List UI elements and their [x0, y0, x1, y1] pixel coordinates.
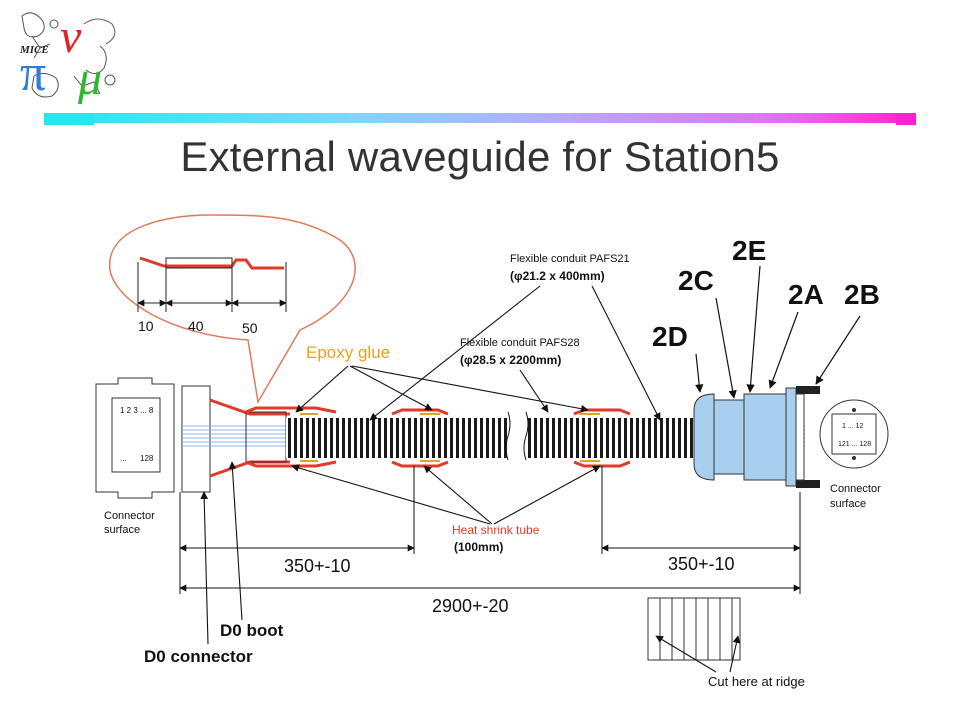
part-2e-body — [743, 393, 787, 481]
part-2b-flange-top — [796, 386, 820, 394]
part-2b-body — [795, 393, 805, 481]
part-2c-body — [713, 399, 745, 475]
part-2a-body — [785, 387, 797, 487]
part-leader-lines — [695, 265, 861, 399]
conduit-28-dim: (φ28.5 x 2200mm) — [460, 353, 561, 367]
d0-boot-leader — [228, 461, 243, 621]
heat-shrink-leaders — [291, 464, 601, 525]
logo-nu: ν — [60, 10, 82, 63]
conduit-pafs28-gap — [510, 414, 526, 462]
callout-label-40: 40 — [188, 318, 204, 334]
logo-mu: μ — [77, 52, 102, 105]
dim-label-right: 350+-10 — [668, 554, 735, 574]
conduit-28-label: Flexible conduit PAFS28 — [460, 337, 580, 349]
left-connector-surface-1: Connector — [104, 510, 155, 522]
cut-ridge-detail — [647, 597, 741, 661]
left-connector-bottom-text: 128 — [140, 454, 154, 463]
left-connector-outline — [95, 377, 175, 499]
part-labels: 2E 2C 2A 2B 2D — [652, 235, 880, 352]
dim-label-left: 350+-10 — [284, 556, 351, 576]
part-2b-flange-bottom — [796, 480, 820, 488]
cut-here-label: Cut here at ridge — [708, 674, 805, 689]
right-connector-assembly: 1 ... 12 121 ... 128 Connector surface — [693, 386, 889, 510]
right-connector-pin-bottom — [852, 456, 856, 460]
epoxy-glue-label: Epoxy glue — [306, 343, 390, 362]
heat-shrink-sleeves — [245, 406, 631, 468]
heat-shrink-dim: (100mm) — [454, 540, 503, 554]
conduit-28-leader — [519, 369, 549, 413]
dimension-lines — [179, 466, 801, 594]
right-connector-pin-top — [852, 408, 856, 412]
heat-shrink-label: Heat shrink tube — [452, 523, 540, 537]
zoom-callout: 10 40 50 — [109, 214, 356, 405]
dim-label-total: 2900+-20 — [432, 596, 509, 616]
callout-label-50: 50 — [242, 320, 258, 336]
left-connector: 1 2 3 ... 8 ... 128 Connector surface — [95, 377, 211, 536]
logo-pi: π — [20, 45, 46, 102]
right-connector-top-text: 1 ... 12 — [842, 423, 864, 430]
callout-label-10: 10 — [138, 318, 154, 334]
header-gradient-bar — [44, 113, 916, 123]
conduit-break-mark — [505, 411, 529, 461]
right-connector-surface-2: surface — [830, 498, 866, 510]
conduit-21-leaders — [369, 285, 661, 421]
left-connector-dots: ... — [120, 454, 127, 463]
header-bar-right-cap — [896, 113, 916, 125]
part-label-2a: 2A — [788, 279, 824, 310]
conduit-21-dim: (φ21.2 x 400mm) — [510, 269, 605, 283]
part-label-2e: 2E — [732, 235, 766, 266]
mice-logo: π ν μ — [20, 10, 116, 105]
callout-cable-red — [139, 256, 284, 270]
left-connector-surface-2: surface — [104, 524, 140, 536]
logo-mice-text: MICE — [20, 44, 49, 56]
conduit-21-label: Flexible conduit PAFS21 — [510, 253, 630, 265]
right-connector-bottom-text: 121 ... 128 — [838, 441, 871, 448]
left-connector-inner — [111, 397, 161, 473]
conduit-pafs28 — [286, 418, 694, 458]
part-label-2d: 2D — [652, 321, 688, 352]
callout-bubble-outline — [109, 214, 356, 405]
cut-here-leaders — [655, 635, 741, 673]
d0-connector-leader — [200, 491, 209, 645]
slide-title: External waveguide for Station5 — [180, 133, 780, 180]
logo-sketch-figures — [21, 12, 116, 98]
epoxy-leaders — [295, 365, 589, 413]
right-connector-face-inner — [831, 413, 877, 455]
d0-boot-label: D0 boot — [220, 621, 284, 640]
right-connector-face — [819, 399, 889, 469]
part-2d-body — [693, 393, 715, 481]
d0-connector-block — [181, 385, 211, 493]
part-label-2b: 2B — [844, 279, 880, 310]
part-label-2c: 2C — [678, 265, 714, 296]
header-bar-left-cap — [44, 113, 94, 125]
d0-connector-label: D0 connector — [144, 647, 253, 666]
right-connector-surface-1: Connector — [830, 483, 881, 495]
left-connector-top-text: 1 2 3 ... 8 — [120, 406, 154, 415]
epoxy-glue-strips — [300, 413, 600, 462]
